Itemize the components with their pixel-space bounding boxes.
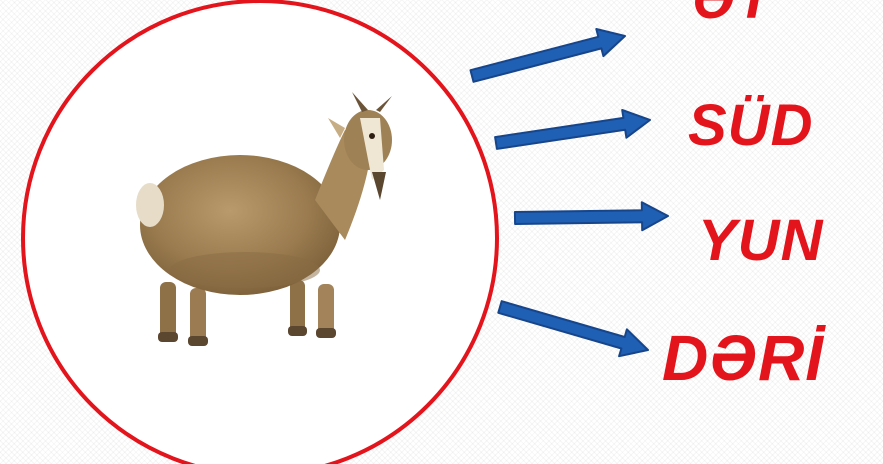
product-label-milk: SÜD: [688, 97, 813, 155]
arrow-to-skin: [498, 301, 648, 356]
product-label-skin: DƏRİ: [662, 326, 824, 390]
arrows-group: [471, 29, 669, 356]
arrow-to-wool: [515, 202, 668, 230]
arrow-to-milk: [495, 110, 650, 149]
product-label-meat: ƏT: [692, 0, 773, 28]
arrow-to-meat: [471, 29, 626, 82]
product-label-wool: YUN: [698, 212, 823, 270]
